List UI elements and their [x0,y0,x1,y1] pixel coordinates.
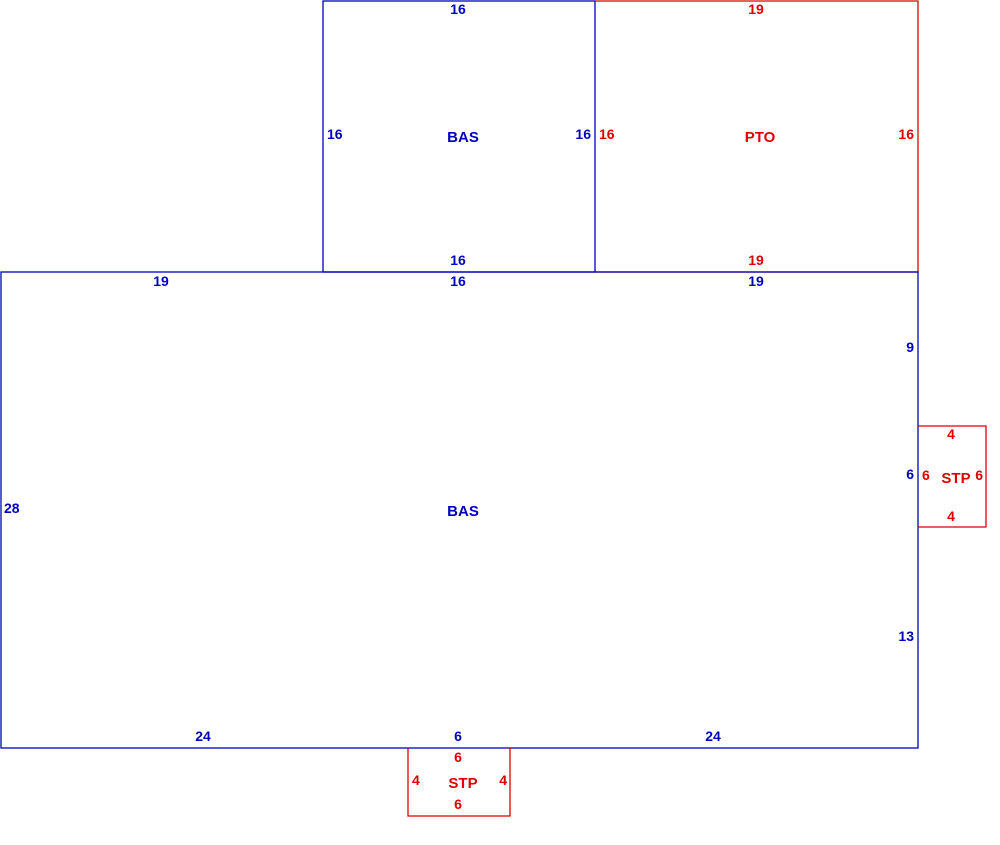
bas-main-top-left-dim: 19 [153,273,169,289]
bas-main-bottom-right-dim: 24 [705,728,721,744]
pto-bottom-dim: 19 [748,252,764,268]
stp-right-top-dim: 4 [947,426,955,442]
bas-main-bottom-left-dim: 24 [195,728,211,744]
stp-right-left-dim: 6 [922,467,930,483]
stp-right-bottom-dim: 4 [947,508,955,524]
stp-right-outline [918,425,987,528]
stp-bottom-left-dim: 4 [412,772,420,788]
bas-upper-bottom-dim: 16 [450,252,466,268]
stp-bottom-label: STP [448,775,477,792]
bas-main-outline [0,271,919,749]
stp-right-right-dim: 6 [975,467,983,483]
bas-main-left-dim: 28 [4,500,20,516]
bas-upper-left-dim: 16 [327,126,343,142]
stp-bottom-area: 6 4 4 6 STP [407,748,511,817]
bas-main-bottom-mid-dim: 6 [454,728,462,744]
bas-main-right-lower-dim: 13 [898,628,914,644]
pto-area: 19 16 16 19 PTO [595,0,919,273]
bas-upper-area: 16 16 16 16 BAS [322,0,596,273]
bas-main-right-upper-dim: 9 [906,339,914,355]
stp-bottom-right-dim: 4 [499,772,507,788]
stp-bottom-top-dim: 6 [454,749,462,765]
bas-main-top-right-dim: 19 [748,273,764,289]
bas-main-right-mid-dim: 6 [906,466,914,482]
stp-bottom-bottom-dim: 6 [454,796,462,812]
bas-main-top-mid-dim: 16 [450,273,466,289]
bas-upper-top-dim: 16 [450,1,466,17]
stp-bottom-outline [407,748,511,817]
pto-label: PTO [745,129,776,146]
pto-left-dim: 16 [599,126,615,142]
bas-main-area: 19 16 19 28 9 6 13 24 6 24 BAS [0,271,919,749]
bas-upper-label: BAS [447,129,479,146]
pto-top-dim: 19 [748,1,764,17]
bas-main-label: BAS [447,503,479,520]
stp-right-label: STP [941,470,970,487]
bas-upper-right-dim: 16 [575,126,591,142]
pto-right-dim: 16 [898,126,914,142]
stp-right-area: 4 6 6 4 STP [918,425,987,528]
